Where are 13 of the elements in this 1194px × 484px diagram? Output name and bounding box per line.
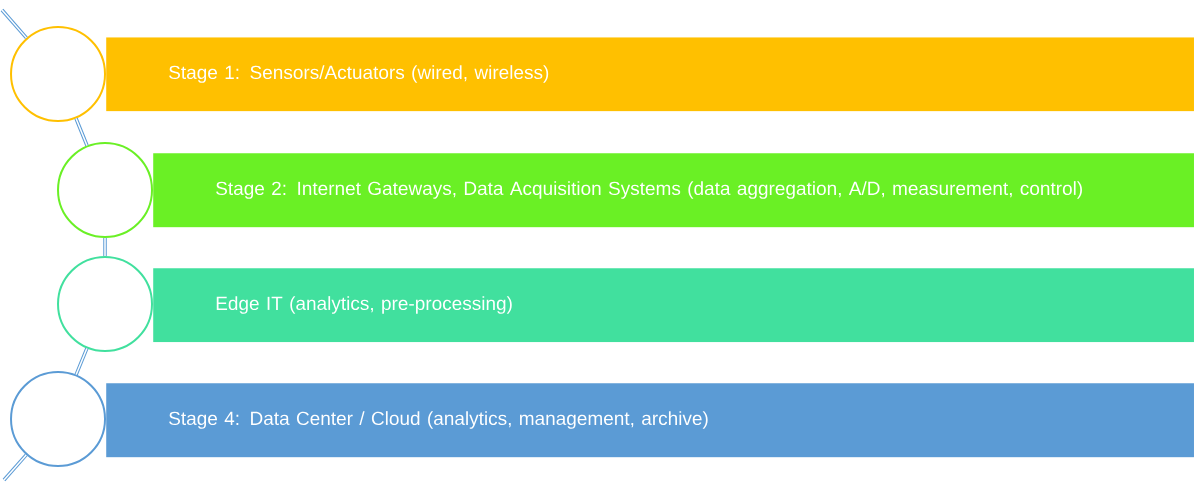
stage-band: Stage 4: Data Center / Cloud (analytics, management, archive) bbox=[106, 383, 1194, 458]
connector-line bbox=[74, 347, 89, 376]
connector-line bbox=[74, 117, 89, 147]
stage-band: Stage 1: Sensors/Actuators (wired, wireless) bbox=[106, 37, 1194, 112]
connector-line bbox=[0, 8, 28, 40]
stage-band: Edge IT (analytics, pre-processing) bbox=[153, 268, 1194, 343]
stage-band: Stage 2: Internet Gateways, Data Acquisition Systems (data aggregation, A/D, measurement, control) bbox=[153, 153, 1194, 228]
connector-line bbox=[103, 237, 107, 257]
circle bbox=[57, 256, 153, 352]
circle bbox=[10, 26, 106, 122]
circle bbox=[10, 371, 106, 467]
circle bbox=[57, 142, 153, 238]
connector-line bbox=[2, 453, 28, 482]
